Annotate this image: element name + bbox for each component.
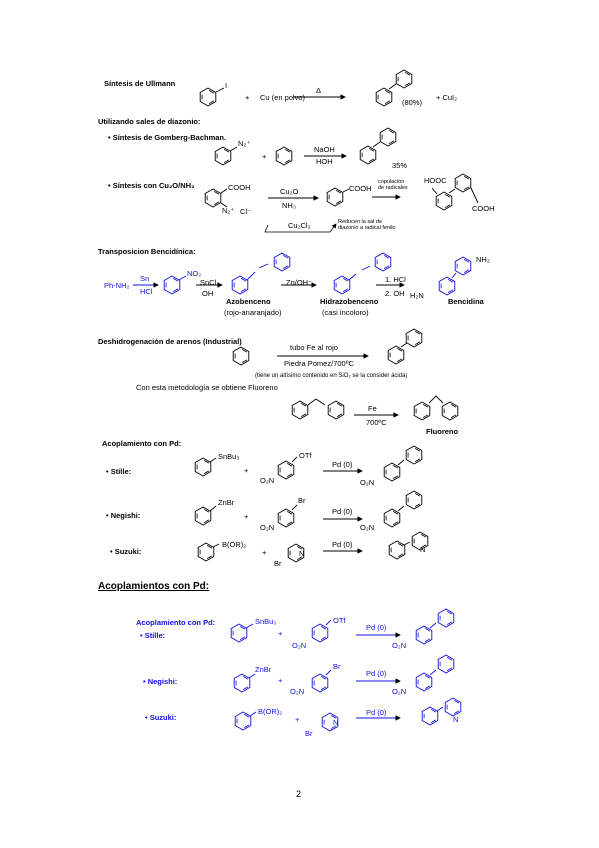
o2n-label: O₂N (260, 476, 275, 485)
sncl2-label: SnCl₂ (200, 278, 220, 287)
chloride-label: Cl⁻ (240, 207, 252, 216)
h2n-label: H₂N (410, 291, 424, 300)
step1-label: 1. HCl (385, 275, 406, 284)
cu2cl2-label: Cu₂Cl₂ (288, 221, 311, 230)
gomberg-reagent-bottom: HOH (316, 157, 333, 166)
hooc-label: HOOC (424, 176, 447, 185)
ullmann-reagent: Cu (en polvo) (260, 93, 306, 102)
acoplamiento-title: Acoplamiento con Pd: (102, 439, 182, 448)
iodo-label: I (225, 81, 228, 90)
suzuki-label: • Suzuki: (110, 547, 142, 556)
gomberg-reagent-top: NaOH (314, 145, 335, 154)
deshidro-note: (tiene un altísimo contenido en SiO₂ se … (255, 373, 408, 379)
pd-label: Pd (0) (332, 460, 353, 469)
n-label: N (299, 549, 305, 558)
stille-label-blue: • Stille: (140, 631, 166, 640)
n-label: N (420, 545, 426, 554)
br-label: Br (298, 496, 306, 505)
n-label: N (453, 715, 459, 724)
plus-sign: + (278, 676, 283, 685)
plus-sign: + (245, 93, 250, 102)
pd-label: Pd (0) (366, 623, 387, 632)
br-label: Br (333, 662, 341, 671)
deshidro-reagent-bottom: Piedra Pomez/700ºC (284, 359, 354, 368)
boronic-label: B(OR)₂ (258, 707, 283, 716)
n2-label: N₂⁺ (222, 206, 235, 215)
otf-label: OTf (333, 616, 346, 625)
cu2o-reagent-top: Cu₂O (280, 187, 299, 196)
reduce-note: Reducen la sal de diazonio a radical fen… (338, 219, 396, 231)
azobenceno-label: Azobenceno (226, 297, 271, 306)
o2n-label: O₂N (290, 687, 305, 696)
plus-sign: + (262, 152, 267, 161)
deshidro-reagent-top: tubo Fe al rojo (290, 343, 338, 352)
o2n-label: O₂N (392, 641, 407, 650)
znbr-label: ZnBr (218, 498, 235, 507)
delta-label: Δ (316, 86, 322, 95)
iodobenzene-ring (199, 87, 217, 107)
fe-label: Fe (368, 404, 377, 413)
deshidro-title: Deshidrogenación de arenos (Industrial) (98, 337, 242, 346)
cu2o-title: • Síntesis con Cu₂O/NH₃ (108, 181, 195, 190)
pd-label: Pd (0) (366, 708, 387, 717)
plus-sign: + (278, 629, 283, 638)
hidrazo-color-label: (casi incoloro) (322, 308, 369, 317)
snbu3-label: SnBu₃ (218, 452, 240, 461)
negishi-label-blue: • Negishi: (143, 677, 178, 686)
o2n-label: O₂N (392, 687, 407, 696)
acoplamiento-title-blue: Acoplamiento con Pd: (136, 618, 216, 627)
plus-sign: + (262, 548, 267, 557)
stille-label: • Stille: (106, 467, 132, 476)
o2n-label: O₂N (260, 523, 275, 532)
znbr-label: ZnBr (255, 665, 272, 674)
temp-label: 700ºC (366, 418, 387, 427)
azo-color-label: (rojo-anaranjado) (224, 308, 282, 317)
bencidina-label: Bencidina (448, 297, 484, 306)
hidrazobenceno-label: Hidrazobenceno (320, 297, 379, 306)
cooh-label-2: COOH (472, 204, 495, 213)
plus-sign: + (244, 466, 249, 475)
br-label: Br (274, 559, 282, 568)
pd-label: Pd (0) (332, 507, 353, 516)
diazonio-title: Utilizando sales de diazonio: (98, 117, 201, 126)
step2-label: 2. OH (385, 289, 405, 298)
pd-label: Pd (0) (332, 540, 353, 549)
o2n-label: O₂N (292, 641, 307, 650)
coupling-note: copulación de radicales (378, 179, 408, 191)
boronic-label: B(OR)₂ (222, 540, 247, 549)
n2-label: N₂⁺ (238, 139, 251, 148)
ullmann-yield: (80%) (402, 98, 423, 107)
phnh2-label: Ph-NH₂ (104, 281, 130, 290)
cooh-label: COOH (228, 183, 251, 192)
page-number: 2 (296, 789, 302, 799)
sn-label: Sn (140, 274, 150, 283)
o2n-label: O₂N (360, 523, 375, 532)
ullmann-title: Síntesis de Ullmann (104, 79, 176, 88)
no2-label: NO₂ (187, 269, 202, 278)
fluoreno-label: Fluoreno (426, 427, 459, 436)
oh-label: OH (202, 289, 214, 298)
cu2o-reagent-bottom: NH₃ (282, 201, 296, 210)
fluoreno-line: Con esta metodología se obtiene Fluoreno (136, 383, 278, 392)
otf-label: OTf (299, 451, 312, 460)
radical-cooh-label: COOH (349, 184, 372, 193)
zn-label: Zn/OH⁻ (286, 278, 313, 287)
ullmann-byproduct: + CuI₂ (436, 93, 458, 102)
plus-sign: + (295, 715, 300, 724)
gomberg-title: • Síntesis de Gomberg-Bachman. (108, 133, 227, 142)
bencidinica-title: Transposicion Bencidínica: (98, 247, 196, 256)
pd-label: Pd (0) (366, 669, 387, 678)
o2n-label: O₂N (360, 478, 375, 487)
snbu3-label: SnBu₃ (255, 617, 277, 626)
n-label: N (333, 718, 339, 727)
gomberg-yield: 35% (392, 161, 408, 170)
br-label: Br (305, 729, 313, 738)
hcl-label: HCl (140, 287, 153, 296)
acoplamientos-heading: Acoplamientos con Pd: (98, 581, 210, 592)
suzuki-label-blue: • Suzuki: (145, 713, 177, 722)
nh2-label: NH₂ (476, 255, 490, 264)
negishi-label: • Negishi: (106, 511, 141, 520)
plus-sign: + (244, 512, 249, 521)
